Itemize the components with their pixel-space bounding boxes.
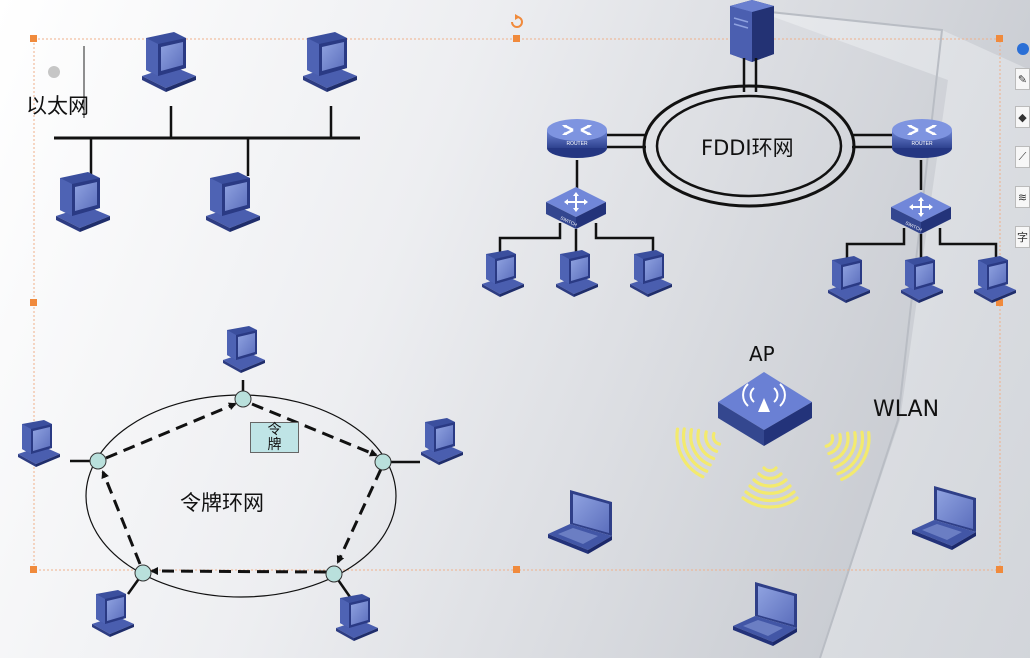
token-ring-network xyxy=(18,326,463,641)
ethernet-network xyxy=(48,32,360,232)
fddi-ring-label: FDDI环网 xyxy=(701,136,794,160)
token-box[interactable]: 令 牌 xyxy=(250,422,299,453)
selection-frame[interactable] xyxy=(30,14,1003,573)
side-toolbar: ✎ ◆ ⟋ ≋ 字 xyxy=(1013,40,1030,260)
ring-node xyxy=(234,390,252,408)
edit-pen-icon[interactable]: ✎ xyxy=(1015,68,1030,90)
token-path-arrow xyxy=(336,468,383,564)
resize-handle-top-right[interactable] xyxy=(996,35,1003,42)
token-path-arrow xyxy=(150,567,327,576)
ethernet-label: 以太网 xyxy=(26,94,89,118)
fddi-inner-ring xyxy=(655,94,843,198)
router-icon xyxy=(545,117,609,160)
ring-node xyxy=(374,453,392,471)
zoom-out-icon[interactable] xyxy=(1017,43,1029,55)
token-path-arrow xyxy=(251,402,378,457)
wlan-label: WLAN xyxy=(873,397,940,422)
fddi-network xyxy=(482,0,1016,303)
access-point-label: AP xyxy=(749,342,775,366)
text-icon[interactable]: 字 xyxy=(1015,226,1030,248)
fill-bucket-icon[interactable]: ◆ xyxy=(1015,106,1030,128)
rotate-handle-icon[interactable] xyxy=(511,14,523,28)
resize-handle-bottom-left[interactable] xyxy=(30,566,37,573)
resize-handle-bottom[interactable] xyxy=(513,566,520,573)
resize-handle-right[interactable] xyxy=(996,299,1003,306)
token-path-arrow xyxy=(105,402,237,460)
ring-node xyxy=(134,564,152,582)
token-ring-label: 令牌环网 xyxy=(180,491,264,515)
resize-handle-bottom-right[interactable] xyxy=(996,566,1003,573)
router-icon xyxy=(890,117,954,160)
line-edit-icon[interactable]: ⟋ xyxy=(1015,146,1030,168)
token-path-arrow xyxy=(101,470,142,565)
server-icon xyxy=(730,0,774,62)
wlan-network xyxy=(548,372,976,646)
ring-node xyxy=(325,565,343,583)
layers-icon[interactable]: ≋ xyxy=(1015,186,1030,208)
resize-handle-left[interactable] xyxy=(30,299,37,306)
access-point-icon xyxy=(718,372,812,446)
resize-handle-top-left[interactable] xyxy=(30,35,37,42)
resize-handle-top[interactable] xyxy=(513,35,520,42)
ring-node xyxy=(89,452,107,470)
connection-point-icon xyxy=(48,66,60,78)
